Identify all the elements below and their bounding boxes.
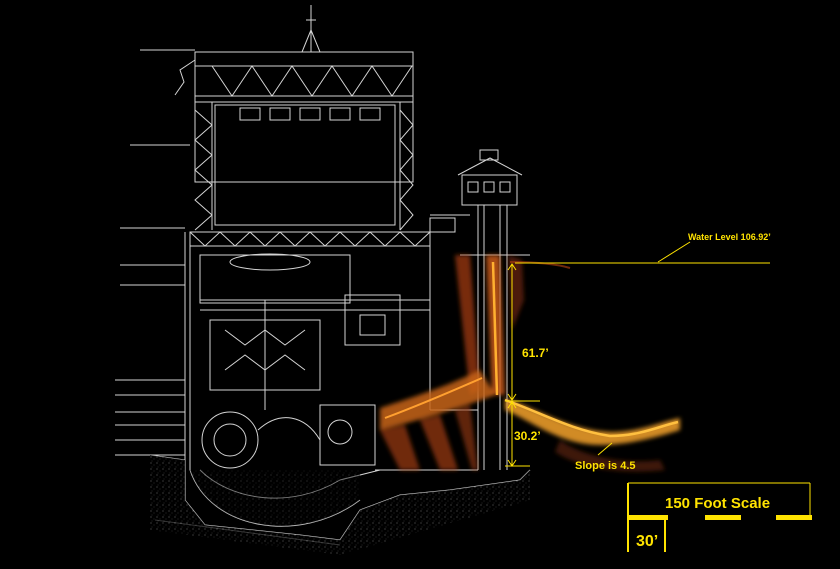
scale-segment-label: 30’ (636, 533, 658, 550)
scale-bar: 150 Foot Scale 30’ (627, 482, 812, 552)
concrete-fill (150, 455, 530, 555)
measurement-annotations (505, 241, 770, 467)
scale-segment-5 (776, 515, 812, 520)
scale-segment-1 (628, 515, 668, 520)
slope-label: Slope is 4.5 (575, 460, 636, 472)
water-level-leader (657, 241, 691, 263)
gate-house (461, 174, 518, 206)
superstructure-frame (194, 51, 414, 183)
water-level-label: Water Level 106.92’ (688, 232, 771, 242)
scroll-case (201, 411, 259, 469)
depth-lower-label: 30.2’ (514, 429, 541, 443)
scale-title: 150 Foot Scale (665, 495, 770, 512)
sonar-overlay (380, 255, 680, 472)
scale-segment-3 (705, 515, 741, 520)
powerhouse-structure (115, 5, 531, 546)
depth-upper-label: 61.7’ (522, 346, 549, 360)
